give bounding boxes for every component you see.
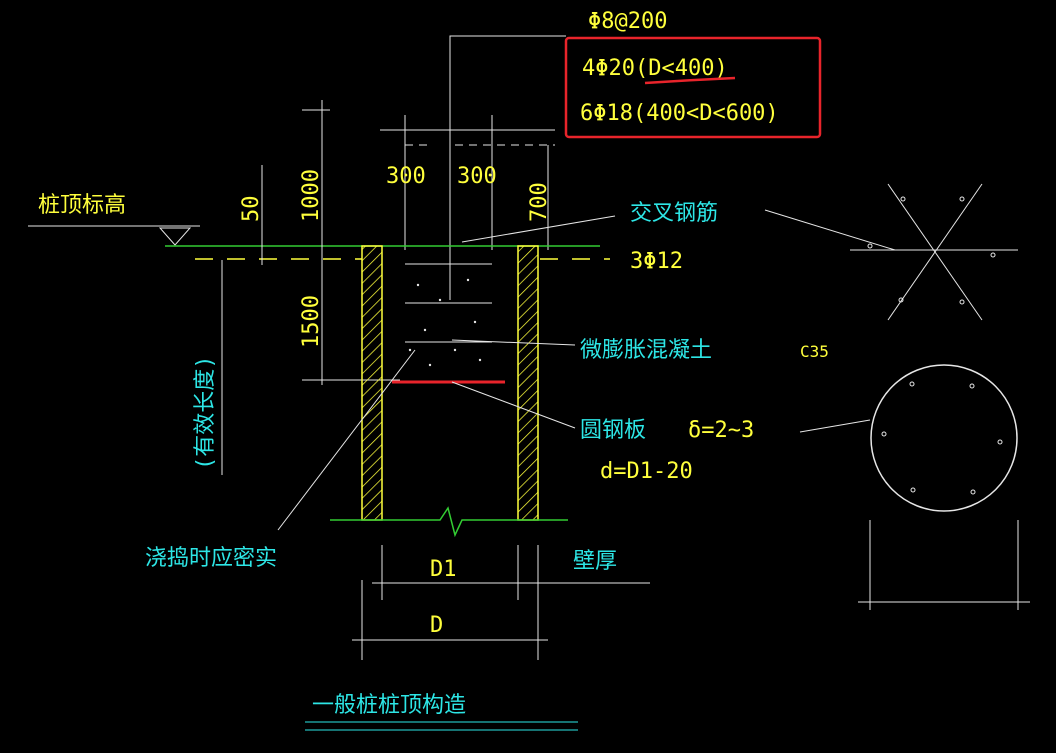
dim-1500: 1500 [299, 295, 324, 348]
dim-50: 50 [239, 196, 264, 223]
round-steel-plate-label: 圆钢板 [580, 418, 646, 443]
dim-1000: 1000 [299, 169, 324, 222]
dim-D1: D1 [430, 557, 457, 582]
compact-when-pouring-label: 浇捣时应密实 [145, 546, 277, 571]
wall-thickness-label: 壁厚 [573, 549, 617, 574]
dim-300-right: 300 [457, 164, 497, 189]
stirrup-label: Φ8@200 [588, 9, 667, 34]
break-line [330, 506, 568, 538]
rebar-3phi12-label: 3Φ12 [630, 249, 683, 274]
plate-diameter-label: d=D1-20 [600, 459, 693, 484]
highlight-underline [644, 76, 736, 85]
pile-wall-left [361, 245, 383, 521]
elevation-marker [158, 227, 192, 246]
cross-rebar-label: 交叉钢筋 [630, 201, 718, 226]
dim-300-left: 300 [386, 164, 426, 189]
concrete-grade-label: C35 [800, 342, 829, 361]
stirrup-leader-line [449, 35, 566, 300]
dim-D: D [430, 613, 443, 638]
round-plate-detail [870, 364, 1018, 512]
plate-thickness-label: δ=2~3 [688, 418, 754, 443]
micro-expansion-concrete-label: 微膨胀混凝土 [580, 338, 712, 363]
concrete-fill [408, 278, 482, 367]
rebar-large-label: 6Φ18(400<D<600) [580, 101, 779, 126]
cross-rebar-detail [850, 183, 1018, 321]
highlight-box [564, 36, 822, 139]
dim-700: 700 [527, 182, 552, 222]
effective-length-label: (有效长度) [193, 356, 218, 471]
pile-top-elevation-label: 桩顶标高 [38, 193, 126, 218]
rebar-small-label: 4Φ20(D<400) [582, 56, 728, 81]
pile-wall-right [517, 245, 539, 521]
drawing-title: 一般桩桩顶构造 [312, 693, 466, 718]
